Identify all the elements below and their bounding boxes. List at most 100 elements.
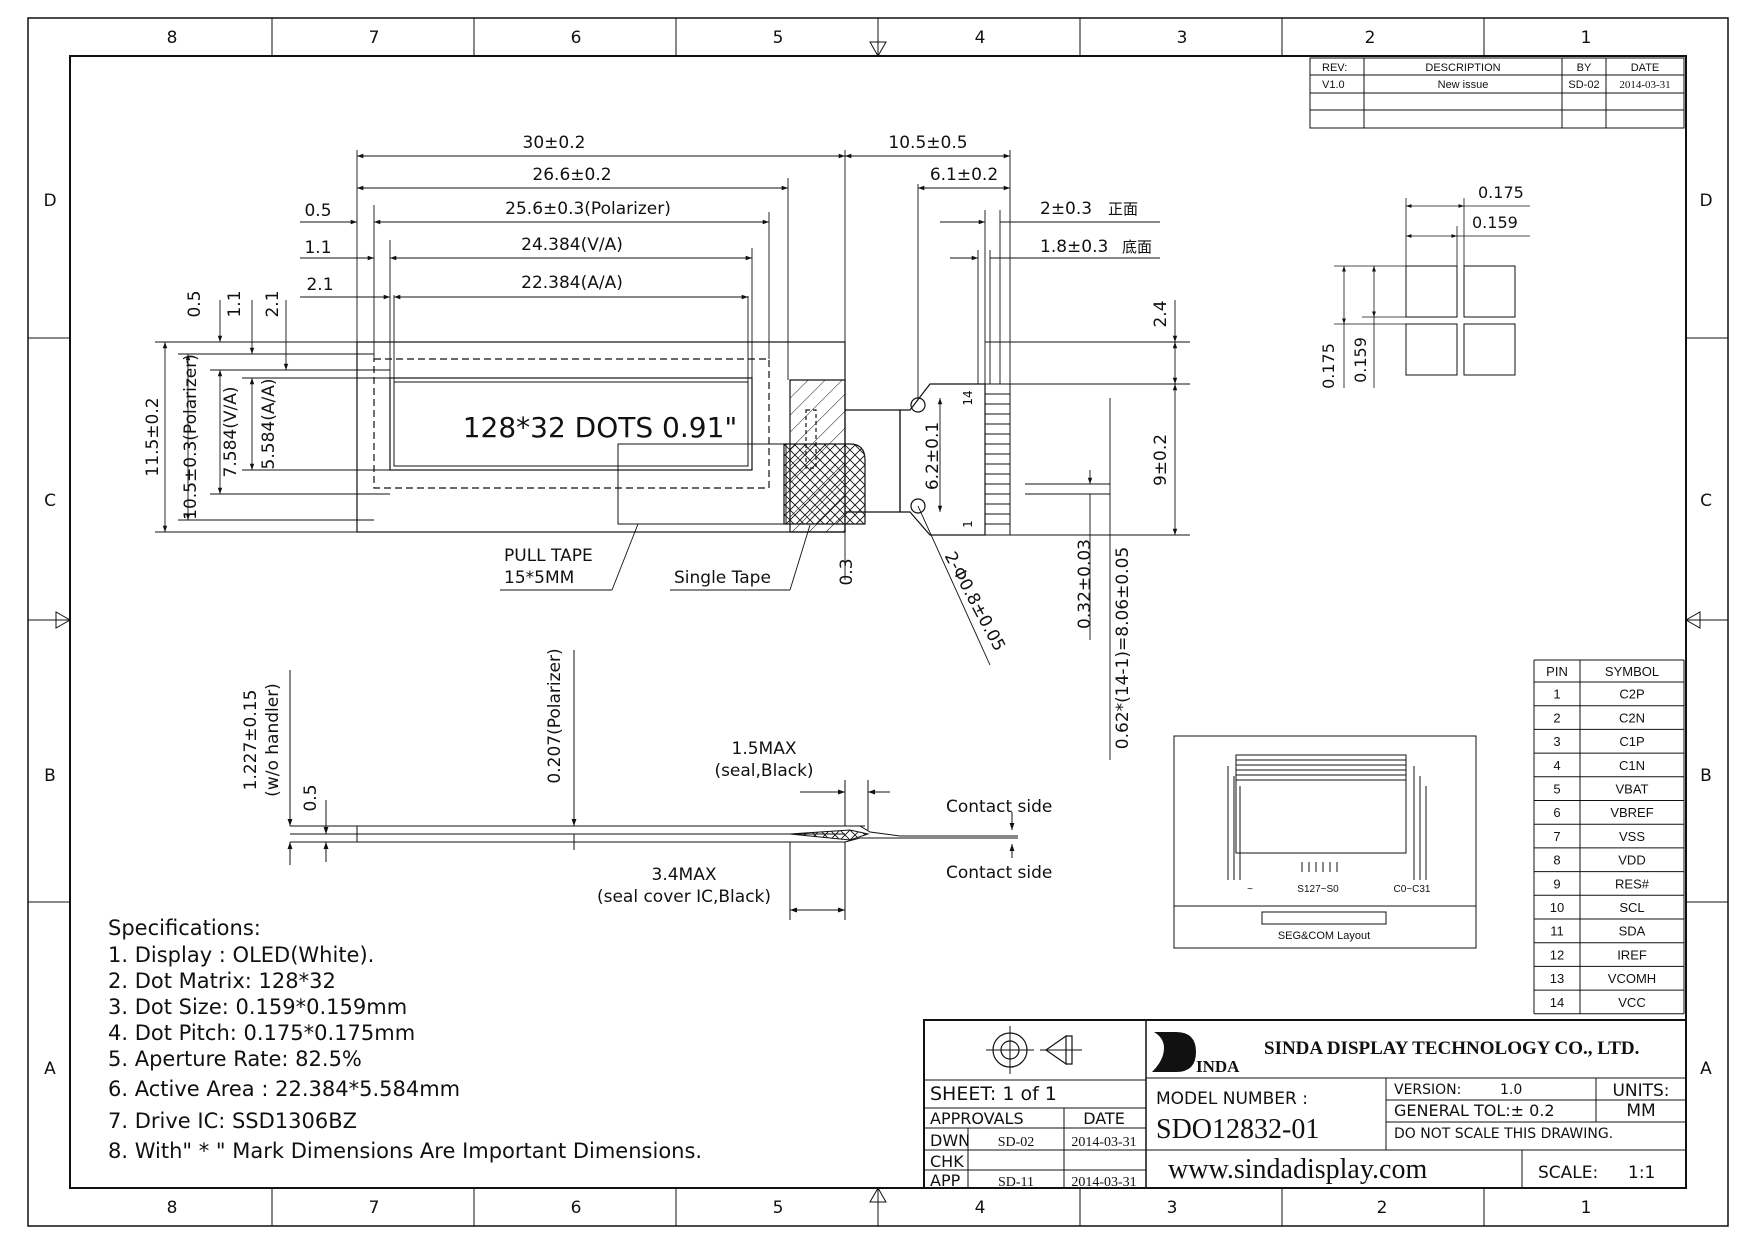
rev-cell: SD-02 <box>1568 79 1599 91</box>
dot-pitch-h: 0.175 <box>1478 183 1524 202</box>
dim-30: 30±0.2 <box>523 133 586 153</box>
polarizer-outline <box>373 358 770 489</box>
dim-24-384: 24.384(V/A) <box>521 235 623 255</box>
dim-9: 9±0.2 <box>1151 434 1171 486</box>
dim-holes: 2-Φ0.8±0.05 <box>940 549 1009 655</box>
pin-number: 13 <box>1550 971 1564 986</box>
dim-v-2-1: 2.1 <box>263 290 283 317</box>
approvals-label: APPROVALS <box>930 1109 1024 1128</box>
pin-symbol: VSS <box>1619 829 1645 844</box>
revision-table: REV: DESCRIPTION BY DATE V1.0 New issue … <box>1309 57 1685 129</box>
specifications: Specifications: 1. Display : OLED(White)… <box>108 916 702 1163</box>
pin-number: 2 <box>1553 710 1560 725</box>
approval-role: DWN <box>930 1131 970 1150</box>
contact-side-bottom: Contact side <box>946 863 1052 883</box>
cover-note: (seal cover IC,Black) <box>597 887 771 907</box>
approval-by: SD-02 <box>998 1135 1035 1150</box>
row-label: D <box>43 191 56 211</box>
pin-symbol: VDD <box>1618 853 1645 868</box>
col-label: 6 <box>571 28 582 48</box>
polarizer-thickness: 0.207(Polarizer) <box>545 648 565 783</box>
viewing-area <box>389 377 753 471</box>
version-label: VERSION: <box>1394 1082 1461 1098</box>
spec-item: 2. Dot Matrix: 128*32 <box>108 969 336 993</box>
dim-7-584: 7.584(V/A) <box>221 387 241 478</box>
units-value: MM <box>1626 1101 1655 1121</box>
drawing-frame <box>27 17 1729 1227</box>
dim-0-62-pitch: 0.62*(14-1)=8.06±0.05 <box>1113 547 1133 749</box>
fpc-pins <box>984 383 1011 536</box>
logo-mark <box>1152 1032 1196 1072</box>
col-label: 1 <box>1581 28 1592 48</box>
dim-0-32: 0.32±0.03 <box>1075 539 1095 629</box>
date-header: DATE <box>1083 1109 1125 1128</box>
right-dimensions <box>500 300 1190 760</box>
pin-14-label: 14 <box>961 390 975 405</box>
pin-number: 10 <box>1550 900 1564 915</box>
dim-0-3: 0.3 <box>837 558 857 585</box>
spec-item: 7. Drive IC: SSD1306BZ <box>108 1109 357 1133</box>
column-labels-top: 8 7 6 5 4 3 2 1 <box>167 28 1592 48</box>
dot-size-h: 0.159 <box>1472 213 1518 232</box>
seg-com-layout <box>1173 735 1477 949</box>
units-label: UNITS: <box>1612 1081 1669 1101</box>
right-dimension-text: 2.4 9±0.2 6.2±0.1 0.3 0.32±0.03 0.62*(14… <box>837 300 1171 749</box>
spec-item: 5. Aperture Rate: 82.5% <box>108 1047 362 1071</box>
dim-2: 2±0.3 <box>1040 199 1092 219</box>
top-dimensions <box>300 150 1160 398</box>
spec-item: 4. Dot Pitch: 0.175*0.175mm <box>108 1021 415 1045</box>
dim-2-4: 2.4 <box>1151 300 1171 327</box>
left-dimensions <box>155 300 394 533</box>
single-tape-label: Single Tape <box>674 568 771 588</box>
column-labels-bottom: 8 7 6 5 4 3 2 1 <box>167 1198 1592 1218</box>
pull-tape <box>617 443 787 525</box>
pin-symbol: SDA <box>1619 924 1646 939</box>
dim-v-0-5: 0.5 <box>185 290 205 317</box>
dim-11-5: 11.5±0.2 <box>143 397 163 476</box>
rev-cell: 2014-03-31 <box>1619 79 1670 91</box>
col-label: 1 <box>1581 1198 1592 1218</box>
dim-22-384: 22.384(A/A) <box>521 273 623 293</box>
sheet-label: SHEET: 1 of 1 <box>930 1083 1057 1105</box>
row-label: D <box>1699 191 1712 211</box>
tilde-label: ~ <box>1247 884 1253 895</box>
pin-symbol: C1P <box>1619 734 1644 749</box>
ic-area <box>783 443 866 525</box>
dot-detail <box>1334 198 1530 388</box>
title-block <box>923 1019 1687 1189</box>
pin-symbol: SCL <box>1619 900 1644 915</box>
rev-header: DATE <box>1631 62 1660 74</box>
model-label: MODEL NUMBER : <box>1156 1089 1308 1109</box>
fpc-hole <box>910 498 926 514</box>
approval-date: 2014-03-31 <box>1071 1175 1136 1190</box>
approval-role: APP <box>930 1171 961 1190</box>
symbol-header: SYMBOL <box>1605 664 1659 679</box>
col-label: 5 <box>773 1198 784 1218</box>
spec-item: 8. With" * " Mark Dimensions Are Importa… <box>108 1139 702 1163</box>
pin-symbol: VBREF <box>1610 805 1653 820</box>
tolerance: GENERAL TOL:± 0.2 <box>1394 1101 1555 1120</box>
contact-side-top: Contact side <box>946 797 1052 817</box>
pin-number: 6 <box>1553 805 1560 820</box>
glass-thickness: 0.5 <box>301 784 321 811</box>
thickness-note: (w/o handler) <box>263 683 283 797</box>
rev-header: BY <box>1577 62 1592 74</box>
dim-0-5: 0.5 <box>304 201 331 221</box>
col-label: 2 <box>1377 1198 1388 1218</box>
top-dimension-text: 30±0.2 26.6±0.2 25.6±0.3(Polarizer) 24.3… <box>304 133 1152 295</box>
pin-number: 14 <box>1550 995 1564 1010</box>
col-label: 8 <box>167 1198 178 1218</box>
website: www.sindadisplay.com <box>1168 1154 1427 1185</box>
col-label: 8 <box>167 28 178 48</box>
pin-number: 8 <box>1553 853 1560 868</box>
side-view <box>287 650 1018 920</box>
col-label: 5 <box>773 28 784 48</box>
dim-6-1: 6.1±0.2 <box>930 165 998 185</box>
cover-dim: 3.4MAX <box>652 865 717 885</box>
pin-number: 1 <box>1553 687 1560 702</box>
dot-size-v: 0.159 <box>1351 337 1370 383</box>
spec-item: 1. Display : OLED(White). <box>108 943 374 967</box>
col-label: 3 <box>1167 1198 1178 1218</box>
